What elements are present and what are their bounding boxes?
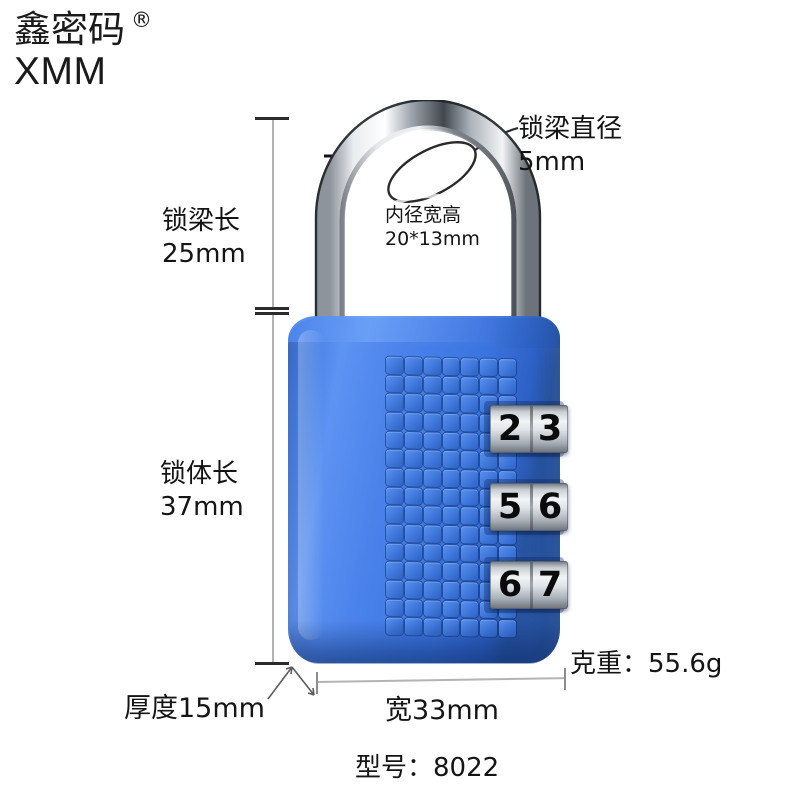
dial-3-digit-left: 6: [497, 564, 523, 605]
dial-3-digit-right: 7: [537, 564, 563, 605]
shackle-dimension-cap-bottom: [255, 307, 289, 310]
combination-dial-2[interactable]: 5 6: [490, 483, 568, 531]
dial-1-separator: [530, 405, 533, 453]
label-inner-clearance: 内径宽高 20*13mm: [385, 204, 480, 250]
registered-trademark-icon: ®: [131, 8, 152, 32]
label-body-length: 锁体长 37mm: [160, 459, 244, 522]
body-dimension-cap-bottom: [255, 662, 289, 665]
brand-name-en: XMM: [14, 50, 107, 93]
label-model-number: 型号：8022: [355, 753, 500, 783]
body-dimension-cap-top: [255, 312, 289, 315]
label-shackle-diameter: 锁梁直径 5mm: [518, 114, 623, 177]
combination-dial-1[interactable]: 2 3: [490, 405, 568, 453]
dial-1-digit-right: 3: [537, 408, 563, 449]
width-dimension-cap-left: [316, 672, 318, 694]
combination-dial-3[interactable]: 6 7: [490, 561, 568, 609]
dial-1-digit-left: 2: [497, 408, 523, 449]
shackle-dimension-cap-top: [255, 117, 289, 120]
label-weight: 克重：55.6g: [570, 649, 723, 679]
width-dimension-cap-right: [564, 668, 566, 690]
dial-2-digit-left: 5: [497, 486, 523, 527]
label-width: 宽33mm: [385, 695, 499, 726]
body-length-dimension-line: [272, 313, 274, 665]
brand-name-cn: 鑫密码: [14, 8, 125, 51]
thickness-leader-arrow: [267, 666, 315, 700]
padlock-body-shoulder: [496, 318, 560, 348]
padlock-illustration: 2 3 5 6 6 7: [278, 100, 578, 670]
dial-2-separator: [530, 483, 533, 531]
shackle-length-dimension-line: [272, 118, 274, 310]
dial-2-digit-right: 6: [537, 486, 563, 527]
padlock-shackle: [314, 100, 542, 332]
brand-logo: 鑫密码® XMM: [14, 8, 254, 94]
label-shackle-length: 锁梁长 25mm: [162, 206, 246, 269]
width-dimension-line: [315, 677, 566, 683]
label-thickness: 厚度15mm: [124, 693, 265, 724]
dial-3-separator: [530, 561, 533, 609]
